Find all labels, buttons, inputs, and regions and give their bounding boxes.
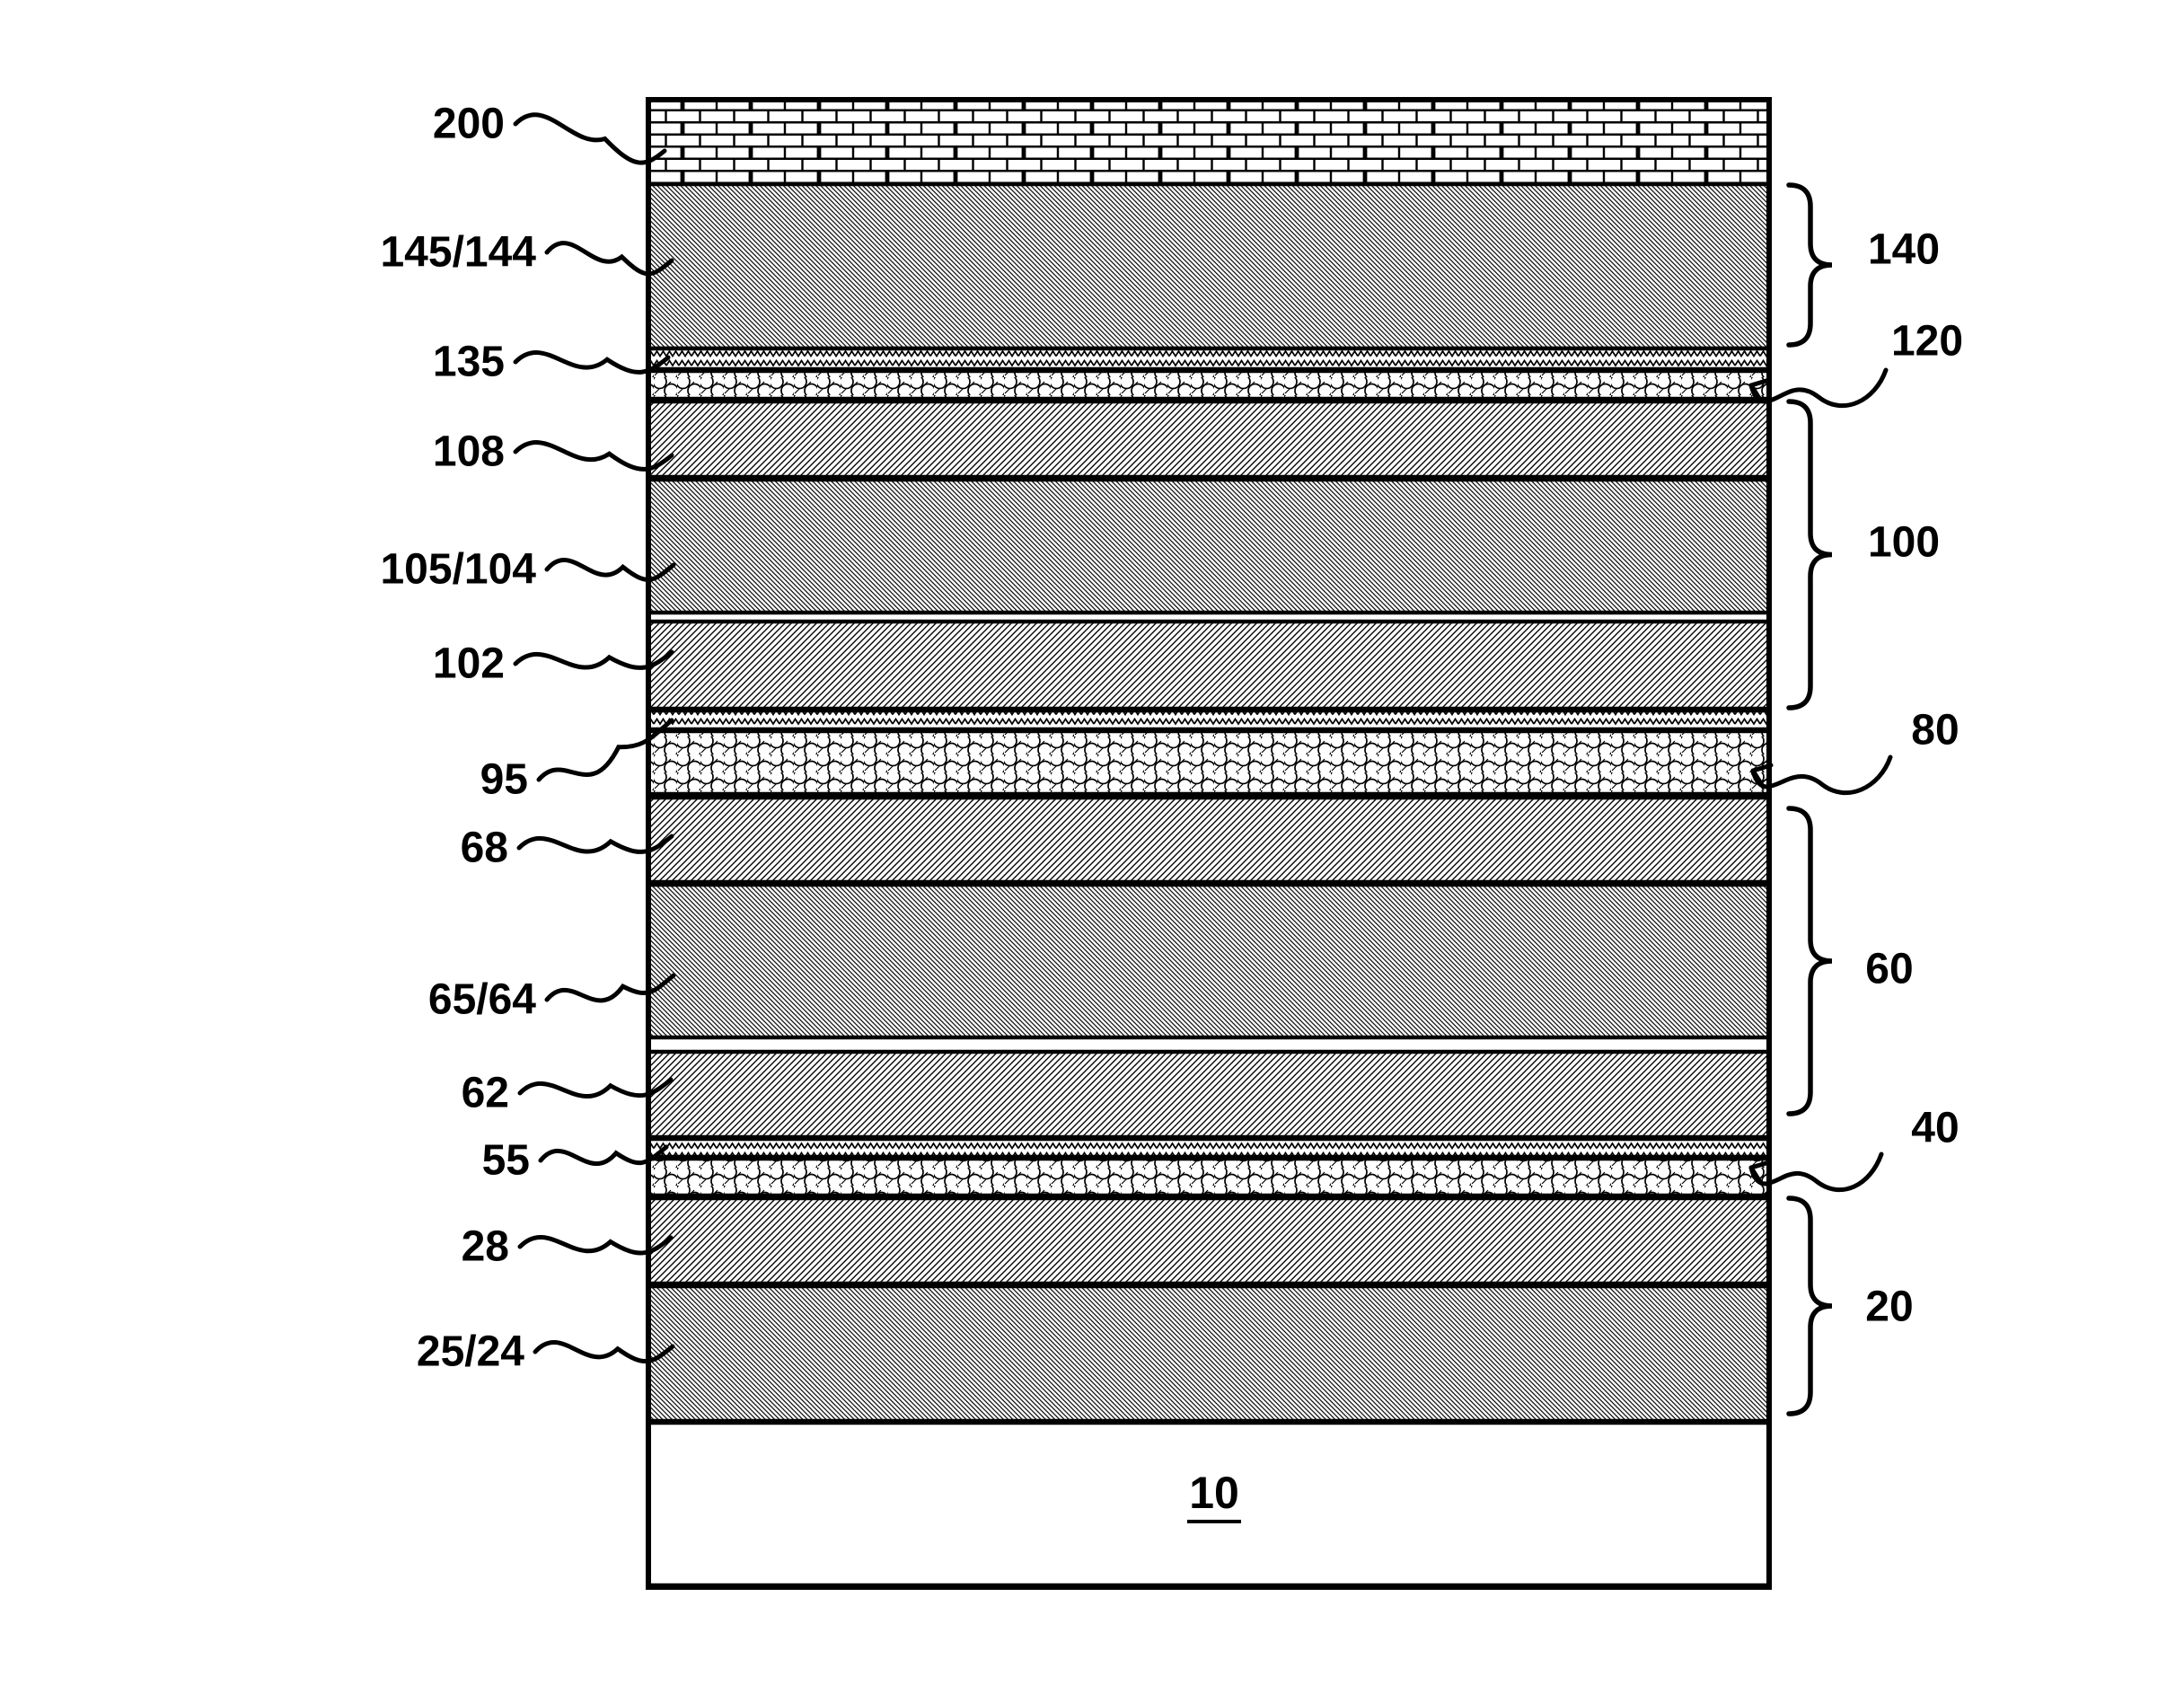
label-140: 140 — [1868, 226, 1940, 274]
label-55: 55 — [482, 1137, 530, 1185]
layer-80 — [646, 728, 1772, 797]
layer-135 — [646, 346, 1772, 372]
layer-102 — [646, 619, 1772, 711]
label-25-24: 25/24 — [417, 1328, 524, 1376]
left-reference-labels: 200 145/144 135 108 105/104 102 95 68 65/64 62 55 2… — [380, 101, 536, 1376]
label-108: 108 — [433, 428, 505, 476]
label-102: 102 — [433, 640, 505, 688]
leader-line-65-64 — [544, 973, 676, 1003]
label-62: 62 — [462, 1070, 509, 1117]
stack-layers — [646, 97, 1772, 1588]
leader-line-135 — [513, 349, 671, 375]
substrate-label: 10 — [1189, 1468, 1239, 1518]
label-95: 95 — [480, 756, 528, 804]
layer-68 — [646, 795, 1772, 885]
layer-108 — [646, 399, 1772, 480]
leader-line-200 — [513, 112, 667, 165]
leader-line-108 — [513, 440, 674, 472]
brace-60 — [1786, 806, 1833, 1116]
leader-line-62 — [517, 1077, 674, 1099]
layer-120 — [646, 368, 1772, 401]
layer-25-24 — [646, 1284, 1772, 1424]
arrowhead-80 — [1750, 763, 1774, 788]
leader-line-28 — [517, 1234, 674, 1256]
layer-28 — [646, 1196, 1772, 1286]
label-28: 28 — [462, 1223, 509, 1271]
label-68: 68 — [461, 825, 508, 872]
brace-140 — [1786, 182, 1833, 348]
label-65-64: 65/64 — [428, 976, 536, 1024]
leader-line-102 — [513, 649, 674, 670]
layer-10 — [646, 1420, 1772, 1588]
layer-95 — [646, 708, 1772, 732]
leader-line-145-144 — [544, 241, 674, 277]
layer-40 — [646, 1156, 1772, 1198]
label-105-104: 105/104 — [380, 546, 536, 594]
label-135: 135 — [433, 339, 505, 386]
leader-line-105-104 — [544, 558, 676, 582]
brace-100 — [1786, 399, 1833, 710]
brace-20 — [1786, 1196, 1833, 1416]
layer-55 — [646, 1136, 1772, 1160]
stack-outline — [646, 97, 1772, 1590]
arrowhead-120 — [1748, 377, 1772, 402]
leader-line-95 — [536, 718, 674, 782]
substrate-label-group: 10 — [1187, 1468, 1241, 1523]
leader-line-68 — [516, 834, 674, 854]
leader-line-25-24 — [533, 1339, 675, 1363]
label-120: 120 — [1891, 318, 1963, 366]
label-80: 80 — [1911, 707, 1959, 754]
label-100: 100 — [1868, 519, 1940, 567]
label-145-144: 145/144 — [380, 229, 536, 277]
layer-105-104 — [646, 477, 1772, 615]
label-20: 20 — [1865, 1284, 1913, 1331]
left-leader-lines — [513, 112, 676, 1363]
leader-line-55 — [538, 1144, 669, 1167]
right-reference-labels: 140 120 100 80 60 40 20 — [1865, 226, 1963, 1331]
label-200: 200 — [433, 101, 505, 148]
layer-62 — [646, 1049, 1772, 1140]
layer-145-144 — [646, 181, 1772, 351]
arrowhead-40 — [1748, 1160, 1772, 1185]
right-braces-arrows — [1748, 182, 1893, 1416]
label-40: 40 — [1911, 1105, 1959, 1152]
label-60: 60 — [1865, 946, 1913, 993]
layer-200 — [646, 97, 1772, 187]
layer-65-64 — [646, 882, 1772, 1040]
